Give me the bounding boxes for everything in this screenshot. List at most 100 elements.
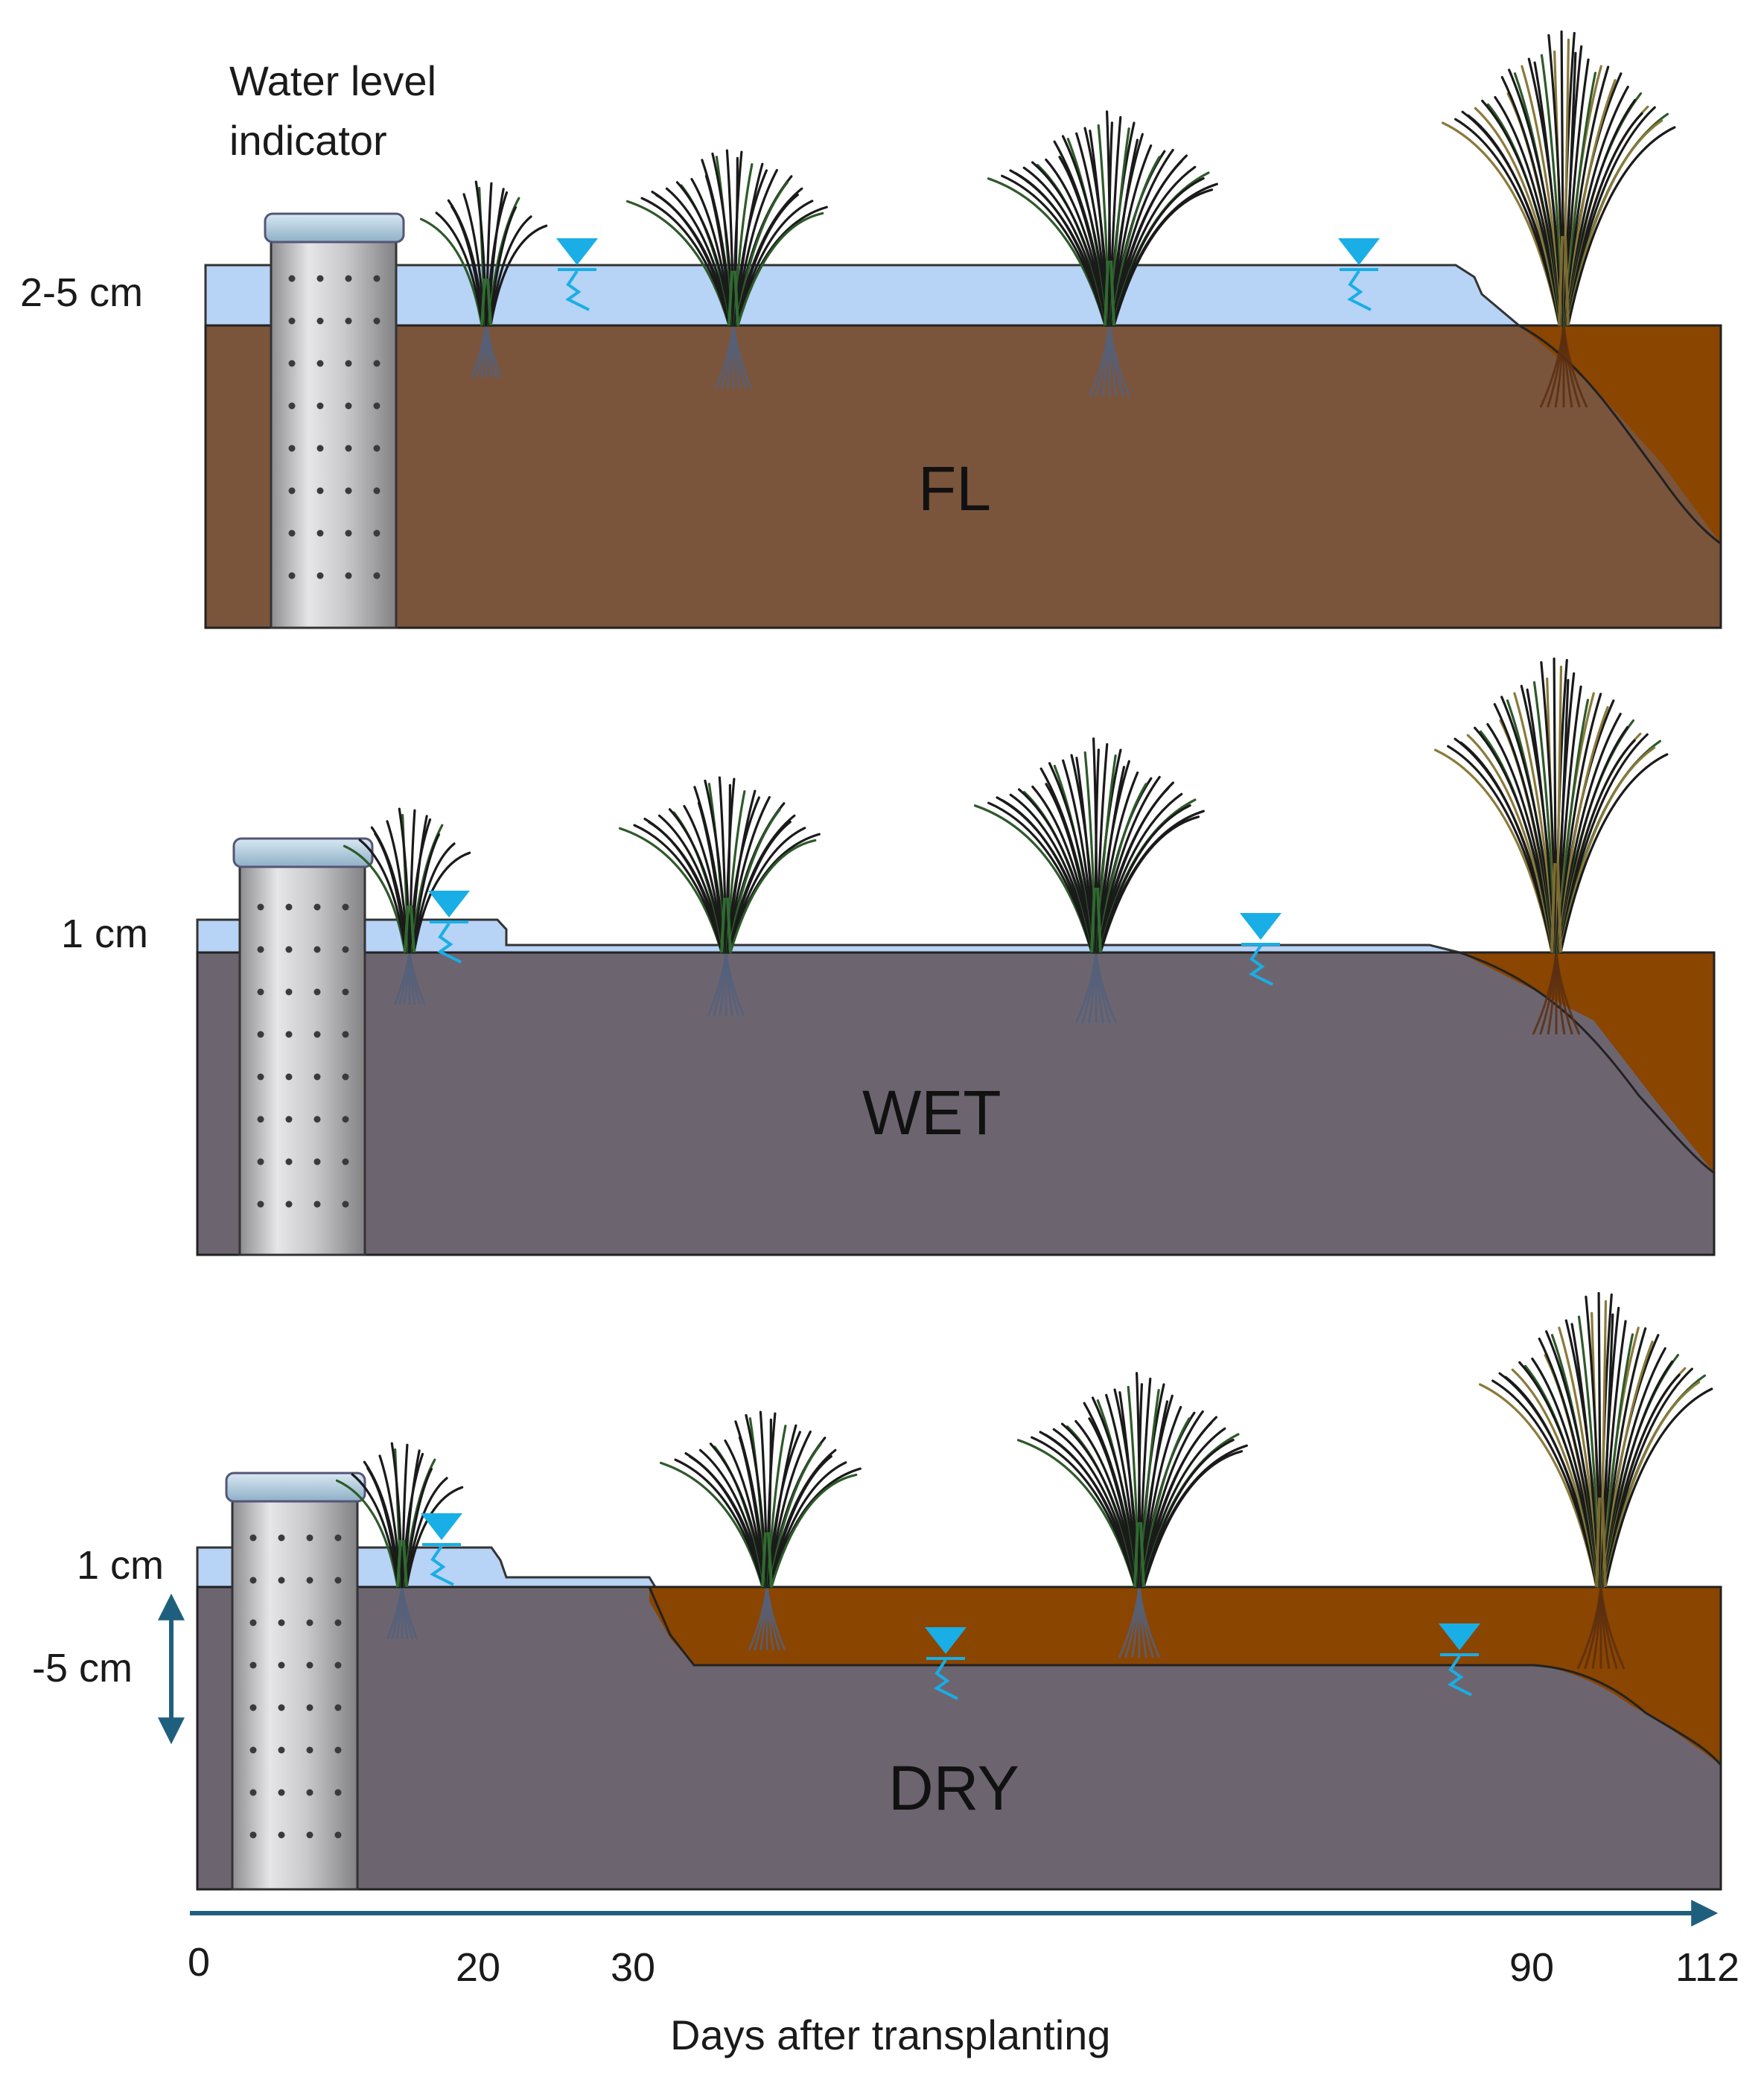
dry-level-label: 1 cm (77, 1543, 164, 1588)
fl-soil (206, 325, 1721, 628)
water-level-symbol (421, 1513, 462, 1586)
wet-level-indicator-pipe (232, 837, 374, 1256)
pipe-hole (313, 988, 321, 996)
rice-plant (1478, 1291, 1713, 1670)
pipe-hole (285, 1116, 293, 1123)
rice-plant (343, 807, 471, 1005)
pipe-hole (345, 402, 352, 410)
pipe-hole (306, 1789, 313, 1796)
pipe-hole (373, 317, 380, 325)
pipe-hole (249, 1831, 257, 1839)
pipe-hole (285, 1200, 293, 1208)
pipe-hole (257, 946, 264, 953)
pipe-hole (249, 1704, 257, 1711)
pipe-hole (257, 1158, 264, 1165)
pipe-hole (316, 529, 324, 537)
tick-label-112: 112 (1675, 1945, 1739, 1990)
rice-plant (987, 110, 1218, 397)
pipe-hole (342, 903, 349, 911)
pipe-hole (288, 487, 296, 494)
pipe-hole (345, 487, 352, 494)
pipe-hole (306, 1619, 313, 1626)
pipe-hole (306, 1704, 313, 1711)
pipe-hole (345, 360, 352, 367)
pipe-hole (373, 402, 380, 410)
pipe-hole (373, 529, 380, 537)
pipe-hole (342, 988, 349, 996)
pipe-hole (334, 1704, 342, 1711)
wet-drain-line (1459, 951, 1715, 1174)
rice-plant (335, 1442, 464, 1640)
pipe-hole (278, 1789, 285, 1796)
fl-panel-label: FL (918, 454, 991, 524)
pipe-hole (313, 1116, 321, 1123)
pipe-hole (313, 1073, 321, 1081)
tick-label-20: 20 (456, 1945, 500, 1990)
pipe-hole (257, 1073, 264, 1081)
wet-soil (197, 952, 1714, 1255)
panel-wet: 1 cm WET (61, 657, 1716, 1256)
dry-frame (196, 1585, 1722, 1891)
rice-plant (1016, 1372, 1248, 1658)
pipe-hole (373, 275, 380, 282)
pipe-hole (257, 1200, 264, 1208)
pipe-hole (316, 572, 324, 579)
tick-label-30: 30 (611, 1945, 655, 1990)
pipe-hole (288, 402, 296, 410)
pipe-hole (342, 1116, 349, 1123)
pipe-hole (373, 445, 380, 452)
pipe-hole (334, 1789, 342, 1796)
fl-level-indicator-pipe (264, 212, 405, 629)
pipe-hole (345, 445, 352, 452)
pipe-hole (288, 445, 296, 452)
pipe-hole (316, 402, 324, 410)
tick-label-90: 90 (1509, 1945, 1554, 1990)
pipe-hole (278, 1534, 285, 1542)
pipe-hole (316, 317, 324, 325)
pipe-hole (306, 1831, 313, 1839)
pipe-hole (342, 1073, 349, 1081)
pipe-hole (345, 275, 352, 282)
timeline-label: Days after transplanting (670, 2011, 1110, 2058)
rice-plant (625, 149, 828, 389)
rice-plant (1441, 30, 1676, 408)
rice-plant (618, 776, 821, 1017)
pipe-hole (249, 1619, 257, 1626)
pipe-hole (334, 1661, 342, 1669)
water-level-symbol (1439, 1623, 1480, 1696)
pipe-hole (313, 1158, 321, 1165)
pipe-hole (306, 1661, 313, 1669)
pipe-hole (285, 988, 293, 996)
pipe-hole (342, 1158, 349, 1165)
pipe-hole (334, 1831, 342, 1839)
pipe-hole (278, 1577, 285, 1584)
pipe-hole (288, 572, 296, 579)
pipe-hole (316, 487, 324, 494)
pipe-hole (316, 275, 324, 282)
dry-level-indicator-pipe (225, 1472, 366, 1891)
pipe-hole (306, 1577, 313, 1584)
wet-frame (196, 951, 1716, 1256)
water-level-symbol (925, 1627, 967, 1700)
pipe-hole (278, 1746, 285, 1754)
water-level-symbol (1338, 238, 1380, 311)
pipe-hole (345, 317, 352, 325)
dry-panel-label: DRY (888, 1753, 1019, 1823)
pipe-hole (342, 1200, 349, 1208)
pipe-hole (249, 1661, 257, 1669)
pipe-hole (249, 1577, 257, 1584)
rice-plant (419, 180, 548, 378)
pipe-hole (342, 946, 349, 953)
pipe-hole (373, 487, 380, 494)
pipe-hole (288, 317, 296, 325)
pipe-hole (334, 1534, 342, 1542)
pipe-hole (334, 1577, 342, 1584)
water-level-symbol (428, 891, 470, 964)
tick-label-0: 0 (188, 1940, 210, 1985)
wet-dry-soil (1459, 952, 1714, 1173)
fl-dry-soil (1519, 325, 1721, 544)
water-level-symbol (556, 238, 598, 311)
pipe-hole (288, 529, 296, 537)
dry-groundwater-line (648, 1586, 1722, 1766)
